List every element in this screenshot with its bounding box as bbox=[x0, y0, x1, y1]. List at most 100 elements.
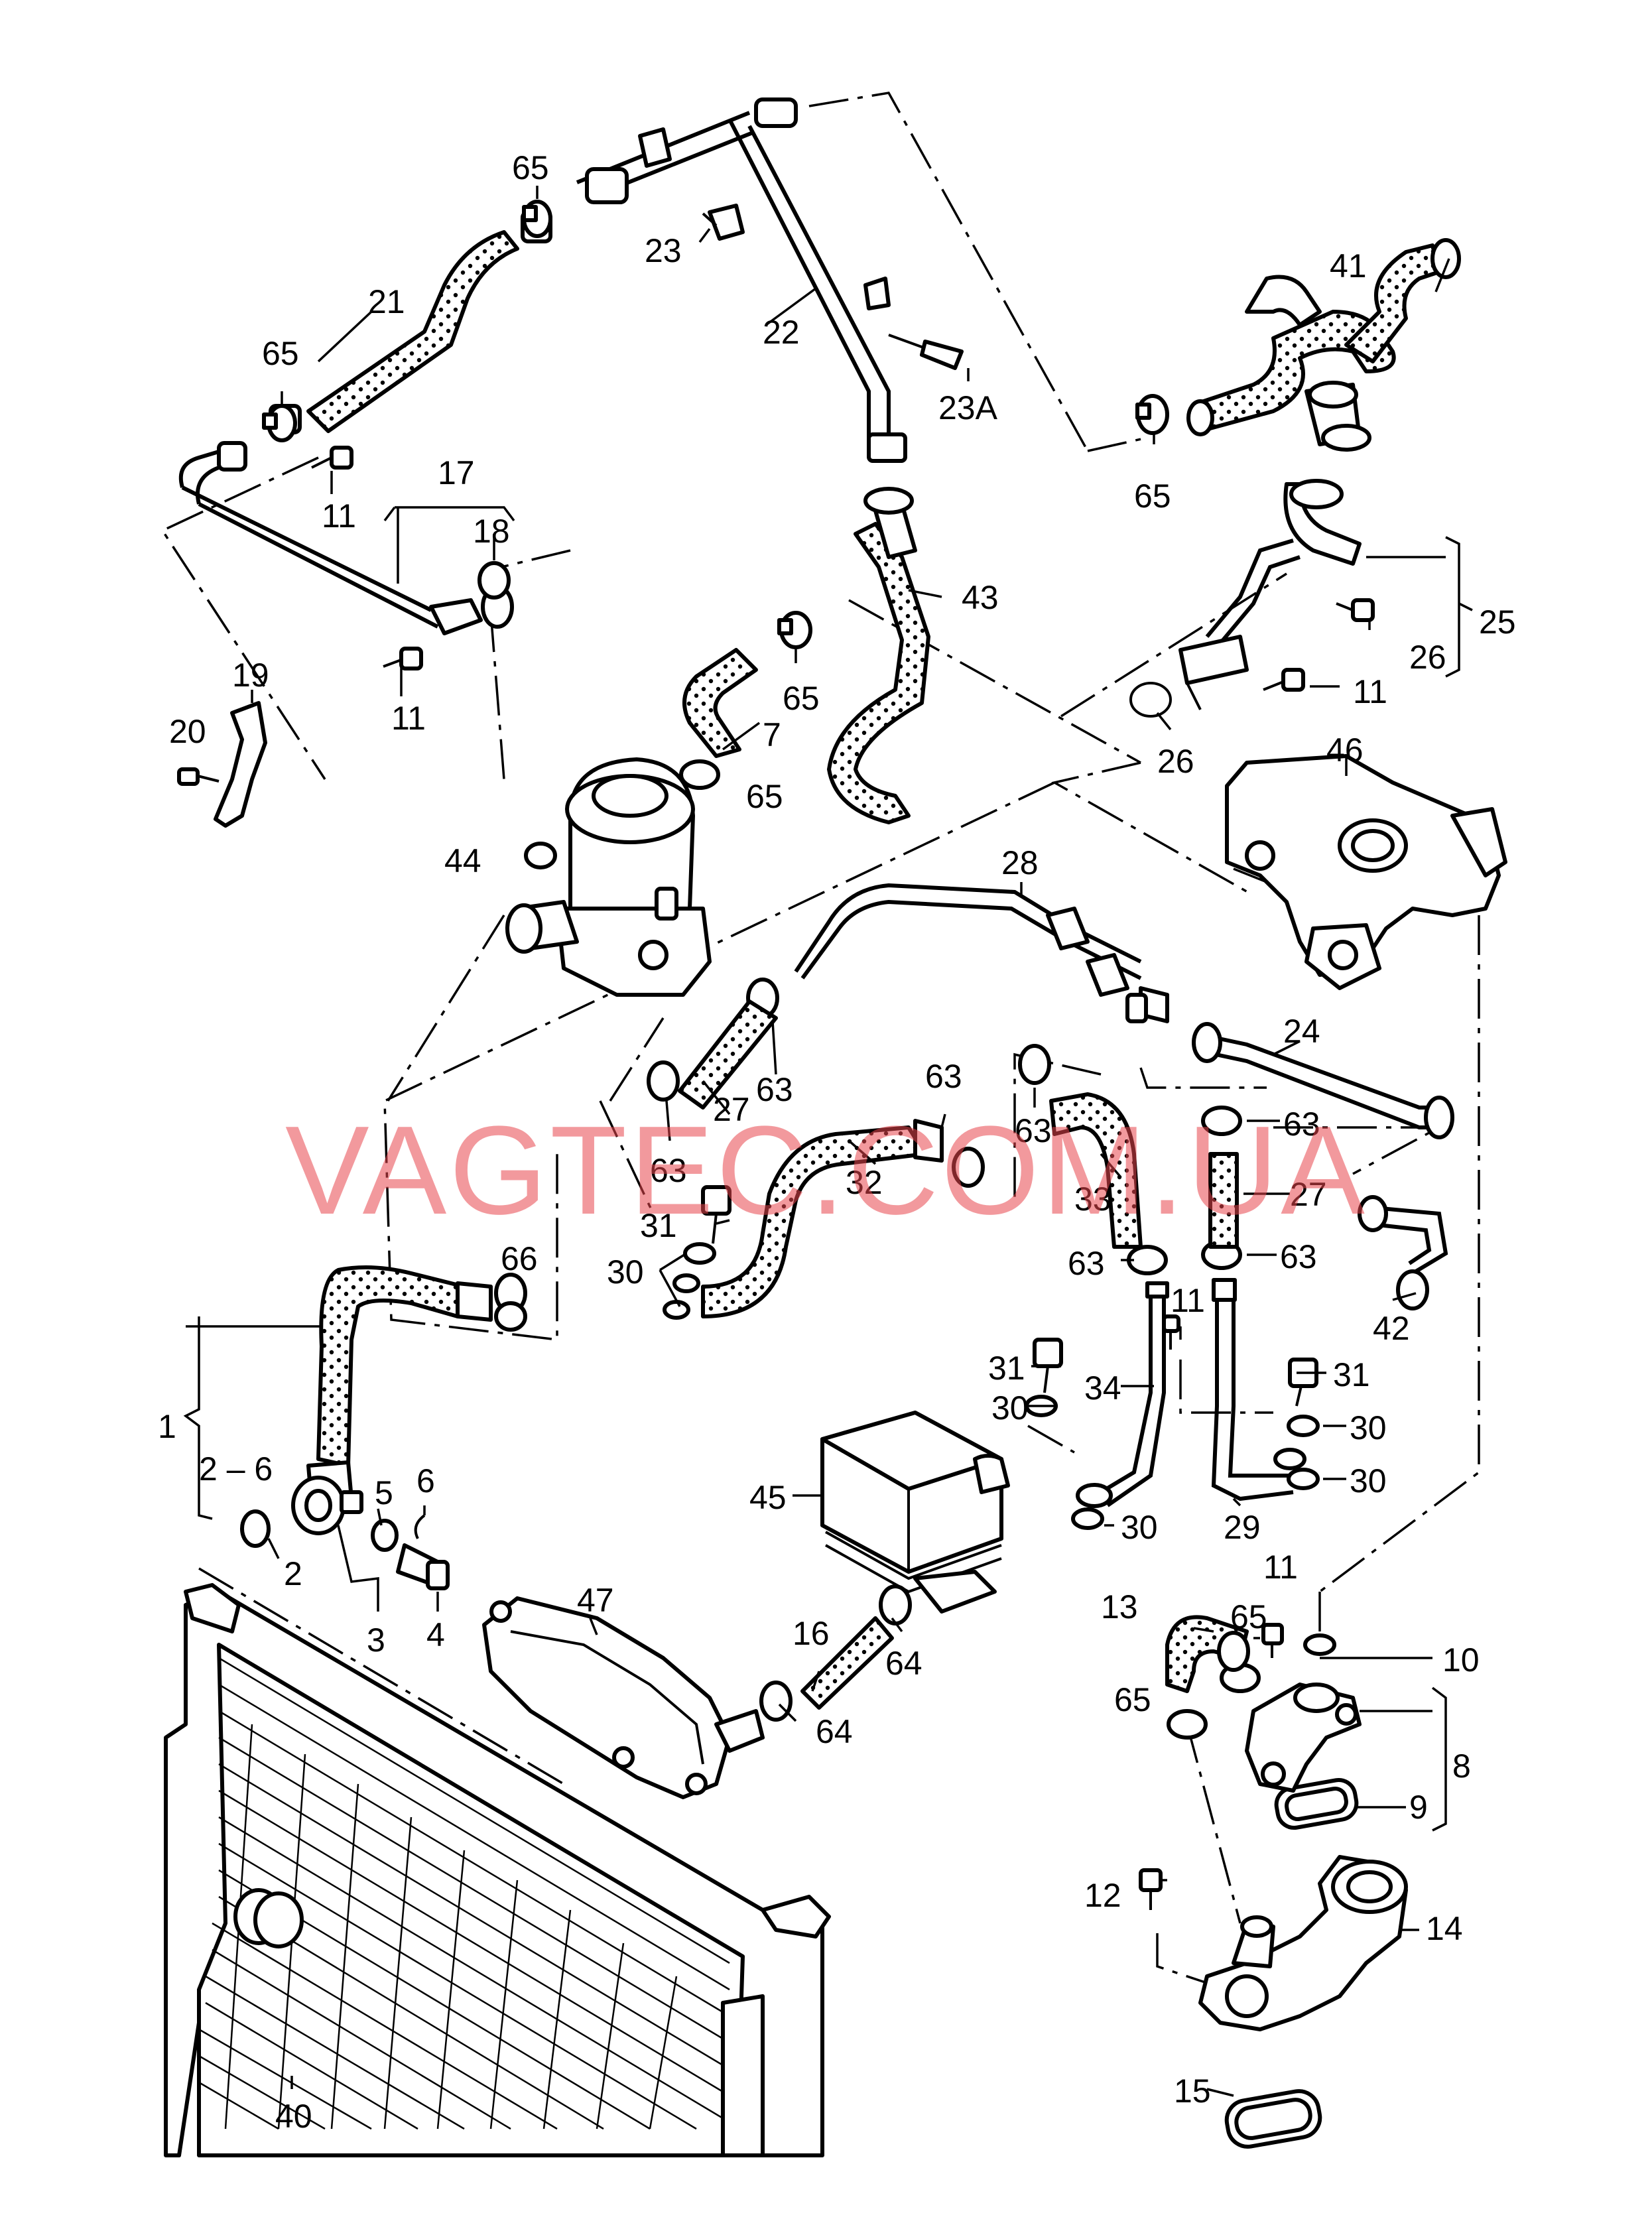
oil-cooler bbox=[820, 1411, 1010, 1614]
clamp-64-b bbox=[759, 1681, 793, 1722]
label-31: 31 bbox=[1333, 1356, 1370, 1393]
label-63: 63 bbox=[756, 1071, 793, 1108]
label-30: 30 bbox=[1121, 1509, 1158, 1546]
label-65: 65 bbox=[262, 335, 299, 372]
label-30: 30 bbox=[991, 1389, 1029, 1427]
flange-8 bbox=[1245, 1683, 1362, 1793]
clamp-63-d bbox=[1018, 1044, 1051, 1085]
pipe-29 bbox=[1211, 1278, 1306, 1501]
label-12: 12 bbox=[1084, 1877, 1121, 1914]
thermostat-housing-14 bbox=[1198, 1855, 1408, 2031]
label-40: 40 bbox=[275, 2098, 312, 2135]
label-7: 7 bbox=[763, 716, 781, 753]
label-33: 33 bbox=[1074, 1180, 1112, 1218]
label-65: 65 bbox=[1230, 1598, 1267, 1635]
oring-2 bbox=[240, 1509, 271, 1548]
label-46: 46 bbox=[1326, 732, 1364, 769]
label-13: 13 bbox=[1101, 1588, 1138, 1625]
label-30: 30 bbox=[1350, 1409, 1387, 1446]
hose-32 bbox=[701, 1119, 944, 1318]
label-14: 14 bbox=[1426, 1910, 1463, 1947]
clamp-66 bbox=[494, 1273, 527, 1332]
bolt-11-a bbox=[311, 446, 353, 470]
label-26: 26 bbox=[1157, 743, 1194, 780]
label-11: 11 bbox=[1171, 1282, 1205, 1319]
label-2-6: 2 – 6 bbox=[199, 1450, 273, 1488]
hose-1 bbox=[291, 1265, 493, 1535]
pipe-25-assembly bbox=[1178, 479, 1362, 710]
label-21: 21 bbox=[368, 283, 405, 320]
clamp-65-mid bbox=[777, 611, 812, 649]
label-63: 63 bbox=[925, 1058, 962, 1095]
leader-lines bbox=[183, 186, 1473, 2097]
pipe-34 bbox=[1076, 1281, 1169, 1508]
label-29: 29 bbox=[1224, 1509, 1261, 1546]
bolt-11-e bbox=[1162, 1314, 1180, 1350]
bracket-19 bbox=[214, 701, 267, 828]
label-63: 63 bbox=[1280, 1238, 1317, 1275]
label-27: 27 bbox=[1290, 1176, 1327, 1213]
label-4: 4 bbox=[426, 1616, 445, 1653]
label-25: 25 bbox=[1479, 604, 1516, 641]
bolt-11-f bbox=[1261, 1623, 1284, 1658]
label-20: 20 bbox=[169, 713, 206, 750]
bolt-31-c bbox=[1288, 1358, 1318, 1407]
clip-6 bbox=[414, 1514, 426, 1539]
cover-47 bbox=[482, 1596, 765, 1799]
label-22: 22 bbox=[763, 314, 800, 351]
hose-43 bbox=[827, 487, 930, 824]
bolt-12 bbox=[1139, 1868, 1163, 1910]
bolt-11-b bbox=[383, 647, 423, 670]
label-65: 65 bbox=[1134, 477, 1171, 515]
label-11: 11 bbox=[322, 497, 356, 535]
oring-26 bbox=[1129, 682, 1172, 718]
label-23a: 23A bbox=[938, 389, 998, 426]
label-63: 63 bbox=[1015, 1112, 1052, 1149]
bolt-31-a bbox=[701, 1185, 731, 1244]
label-43: 43 bbox=[962, 579, 999, 616]
oil-filter-housing bbox=[505, 757, 712, 997]
pipe-42 bbox=[1358, 1195, 1448, 1310]
part-labels: 65 23 21 22 23A 65 11 17 18 11 19 20 41 … bbox=[158, 149, 1516, 2135]
bolt-23a bbox=[888, 334, 964, 370]
label-63: 63 bbox=[650, 1152, 687, 1189]
clamp-64-a bbox=[879, 1584, 912, 1625]
bolts bbox=[177, 204, 1375, 2149]
clamp-65-pump-b bbox=[1167, 1709, 1208, 1740]
label-65: 65 bbox=[1114, 1681, 1151, 1718]
label-64: 64 bbox=[816, 1713, 853, 1750]
hose-41-assembly bbox=[1186, 238, 1461, 452]
clamp-65-top bbox=[522, 200, 552, 238]
label-66: 66 bbox=[501, 1240, 538, 1277]
label-34: 34 bbox=[1084, 1369, 1121, 1407]
washer-30-a bbox=[683, 1242, 716, 1265]
bolt-11-c bbox=[1336, 598, 1375, 622]
label-42: 42 bbox=[1373, 1310, 1410, 1347]
label-30: 30 bbox=[1350, 1462, 1387, 1499]
label-41: 41 bbox=[1330, 247, 1367, 285]
bolt-11-d bbox=[1263, 668, 1305, 692]
clamp-65-right bbox=[1135, 394, 1169, 435]
pipe-24 bbox=[1192, 1022, 1454, 1139]
label-11: 11 bbox=[1263, 1549, 1298, 1586]
label-1: 1 bbox=[158, 1408, 176, 1445]
label-24: 24 bbox=[1283, 1013, 1320, 1050]
label-65: 65 bbox=[783, 680, 820, 717]
hose-33 bbox=[1049, 1092, 1143, 1249]
clamp-65-filter bbox=[679, 759, 720, 790]
label-11: 11 bbox=[391, 700, 426, 737]
label-6: 6 bbox=[416, 1462, 435, 1499]
label-31: 31 bbox=[640, 1207, 677, 1244]
egr-valve bbox=[1225, 754, 1507, 990]
label-65: 65 bbox=[512, 149, 549, 186]
label-10: 10 bbox=[1442, 1641, 1480, 1679]
label-63: 63 bbox=[1068, 1245, 1105, 1282]
clamp-63-g bbox=[1127, 1245, 1168, 1275]
label-9: 9 bbox=[1409, 1789, 1428, 1826]
washer-10 bbox=[1303, 1633, 1336, 1656]
label-16: 16 bbox=[793, 1615, 830, 1652]
washer-30-d bbox=[1287, 1415, 1320, 1490]
label-5: 5 bbox=[375, 1474, 393, 1511]
label-23: 23 bbox=[645, 232, 682, 269]
